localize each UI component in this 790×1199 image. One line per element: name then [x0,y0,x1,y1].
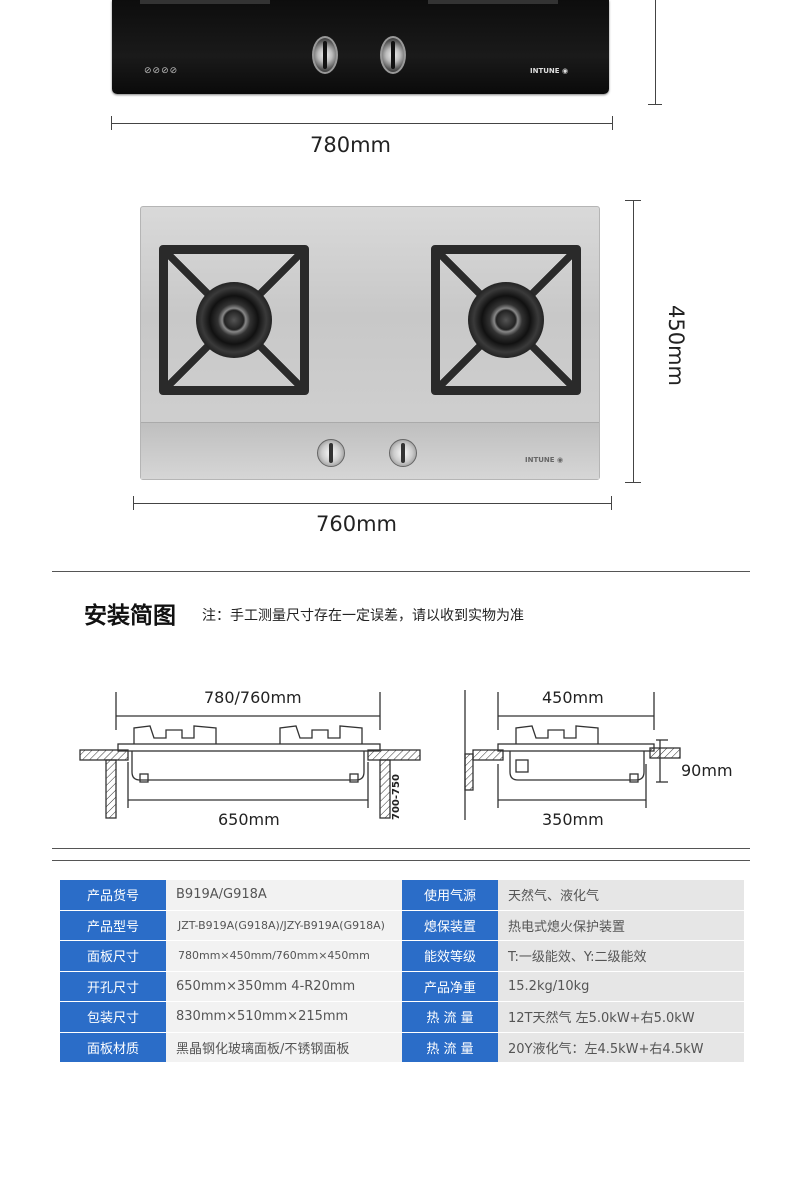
spec-key: 能效等级 [402,941,498,972]
install-note: 注：手工测量尺寸存在一定误差，请以收到实物为准 [202,608,524,624]
spec-value: 20Y液化气：左4.5kW+右4.5kW [498,1032,744,1063]
right-grate [431,245,581,395]
side-width-label: 450mm [542,688,604,707]
install-title: 安装简图 [84,603,176,629]
side-height-label: 90mm [681,761,733,780]
control-symbols-icon: ⊘⊘⊘⊘ [144,66,179,76]
black-glass-cooktop-image: ⊘⊘⊘⊘ INTUNE ◉ [112,0,609,94]
dim-tick-bottom [625,482,641,483]
spec-key: 产品净重 [402,971,498,1002]
right-knob-icon [389,439,417,467]
top-width-label: 780mm [310,133,391,157]
spec-row: 面板材质 黑晶钢化玻璃面板/不锈钢面板 热 流 量 20Y液化气：左4.5kW+… [60,1032,744,1063]
spec-key: 面板尺寸 [60,941,166,972]
left-burner-icon [196,282,272,358]
installation-diagram [79,690,681,820]
right-burner-icon [468,282,544,358]
spec-row: 面板尺寸 780mm×450mm/760mm×450mm 能效等级 T:一级能效… [60,941,744,972]
spec-value: 780mm×450mm/760mm×450mm [166,941,402,972]
steel-width-label: 760mm [316,512,397,536]
spec-key: 开孔尺寸 [60,971,166,1002]
steel-height-label: 450mm [664,305,688,386]
left-knob-icon [317,439,345,467]
spec-value: 15.2kg/10kg [498,971,744,1002]
spec-value: 650mm×350mm 4-R20mm [166,971,402,1002]
spec-key: 产品型号 [60,910,166,941]
spec-value: B919A/G918A [166,880,402,911]
brand-logo: INTUNE ◉ [525,456,564,464]
spec-key: 热 流 量 [402,1002,498,1033]
spec-key: 熄保装置 [402,910,498,941]
divider-bottom [52,860,750,861]
front-width-label: 780/760mm [204,688,302,707]
dim-tick-right [611,496,612,510]
dim-tick-right [612,116,613,130]
spec-key: 产品货号 [60,880,166,911]
spec-row: 包装尺寸 830mm×510mm×215mm 热 流 量 12T天然气 左5.0… [60,1002,744,1033]
front-view-diagram [79,692,421,819]
control-strip: INTUNE ◉ [141,422,599,479]
side-view-diagram [464,690,681,820]
black-height-dim-tick [648,104,662,105]
divider-top [52,848,750,849]
left-knob-icon [312,36,338,74]
stainless-steel-cooktop-image: INTUNE ◉ [140,206,600,480]
section-divider [52,571,750,572]
black-height-dim-line [655,0,656,104]
spec-value: 天然气、液化气 [498,880,744,911]
steel-width-dim-line [133,503,612,504]
side-cutout-label: 350mm [542,810,604,829]
spec-row: 产品型号 JZT-B919A(G918A)/JZY-B919A(G918A) 熄… [60,910,744,941]
spec-value: 热电式熄火保护装置 [498,910,744,941]
top-width-dim-line [111,123,613,124]
spec-row: 开孔尺寸 650mm×350mm 4-R20mm 产品净重 15.2kg/10k… [60,971,744,1002]
burner-edge-left [140,0,270,4]
spec-value: T:一级能效、Y:二级能效 [498,941,744,972]
spec-key: 包装尺寸 [60,1002,166,1033]
burner-edge-right [428,0,558,4]
height-dim-line [633,200,634,482]
right-knob-icon [380,36,406,74]
spec-row: 产品货号 B919A/G918A 使用气源 天然气、液化气 [60,880,744,911]
spec-value: 12T天然气 左5.0kW+右5.0kW [498,1002,744,1033]
left-grate [159,245,309,395]
spec-value: 830mm×510mm×215mm [166,1002,402,1033]
brand-logo: INTUNE ◉ [530,67,569,75]
spec-key: 面板材质 [60,1032,166,1063]
front-depth-label: 700-750 [391,774,402,820]
spec-key: 热 流 量 [402,1032,498,1063]
spec-key: 使用气源 [402,880,498,911]
front-cutout-label: 650mm [218,810,280,829]
spec-value: 黑晶钢化玻璃面板/不锈钢面板 [166,1032,402,1063]
spec-table: 产品货号 B919A/G918A 使用气源 天然气、液化气 产品型号 JZT-B… [60,880,744,1063]
spec-value: JZT-B919A(G918A)/JZY-B919A(G918A) [166,910,402,941]
